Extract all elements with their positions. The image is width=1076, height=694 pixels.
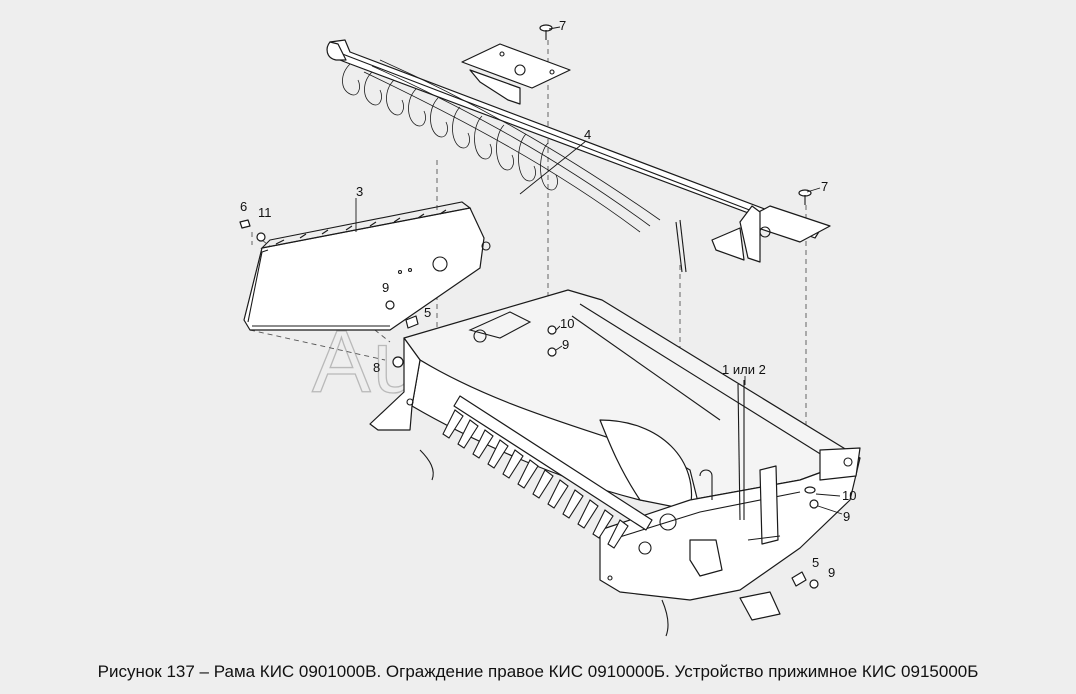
nut-10-upper (547, 325, 557, 335)
nut-9-bottom (809, 579, 819, 589)
bolt-6 (239, 219, 251, 229)
frame-part-1-or-2 (369, 289, 861, 621)
nut-8 (392, 356, 404, 368)
callout-9-left: 9 (382, 280, 389, 295)
tine-comb (419, 395, 669, 637)
callout-10-upper: 10 (560, 316, 574, 331)
bolt-5-right (791, 571, 807, 587)
leader-lines (355, 26, 843, 515)
nut-9-upper (547, 347, 557, 357)
nut-9-right (809, 499, 819, 509)
callout-4: 4 (584, 127, 591, 142)
bolt-7-top (539, 24, 553, 40)
right-guard-part-3 (243, 201, 491, 331)
callout-9-bottom: 9 (828, 565, 835, 580)
callout-9-upper: 9 (562, 337, 569, 352)
pressing-device-part-4 (326, 39, 831, 273)
callout-3: 3 (356, 184, 363, 199)
bolt-5-left (405, 315, 419, 329)
callout-9-right: 9 (843, 509, 850, 524)
callout-5-right: 5 (812, 555, 819, 570)
exploded-assembly-drawing: AutoSoft (239, 18, 861, 637)
callout-7-top: 7 (559, 18, 566, 33)
callout-8: 8 (373, 360, 380, 375)
callout-6: 6 (240, 199, 247, 214)
callout-11: 11 (258, 205, 272, 220)
callout-5-left: 5 (424, 305, 431, 320)
spring-tines (342, 59, 661, 233)
callout-labels: 7 4 7 3 6 11 9 5 10 9 8 1 или 2 10 9 5 9 (240, 18, 856, 580)
callout-7-right: 7 (821, 179, 828, 194)
nut-9-left (385, 300, 395, 310)
bolt-7-right (798, 189, 812, 205)
callout-10-right: 10 (842, 488, 856, 503)
callout-1-or-2: 1 или 2 (722, 362, 766, 377)
nut-11 (256, 232, 266, 242)
figure-caption: Рисунок 137 – Рама КИС 0901000В. Огражде… (97, 662, 979, 681)
washer-10-right (804, 486, 816, 494)
